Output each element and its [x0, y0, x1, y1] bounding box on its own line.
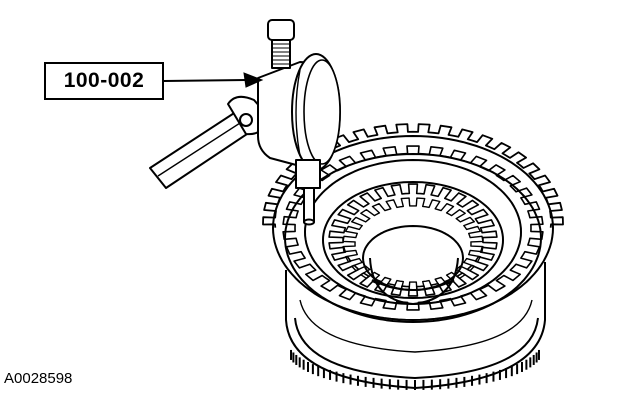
gauge-top-stem	[271, 39, 291, 69]
drum-lower-rim	[294, 317, 539, 379]
tool-number-label: 100-002	[63, 69, 145, 92]
gauge-top-cap	[267, 19, 295, 41]
drum-base-teeth	[290, 349, 540, 390]
center-bore-top	[362, 225, 464, 291]
clutch-drum	[262, 123, 564, 390]
drum-inner-rim	[284, 153, 542, 323]
gauge-lower-housing	[295, 159, 321, 189]
inner-spline-teeth-2	[342, 197, 484, 291]
inner-spline-teeth	[328, 183, 498, 297]
gauge-plunger	[303, 187, 315, 223]
leader-line	[163, 79, 247, 82]
stem-threads	[272, 43, 290, 65]
clamp-screw-icon	[239, 113, 253, 127]
clutch-pack-edge	[304, 159, 522, 305]
spline-outer	[322, 181, 504, 299]
drum-wall-shade	[299, 299, 533, 353]
center-bore-wall	[369, 257, 459, 305]
callout-leader-arrow	[163, 72, 264, 88]
tool-number-callout: 100-002	[44, 62, 164, 100]
holder-arm-edge	[157, 113, 255, 177]
clutch-plate-teeth	[282, 145, 544, 311]
bezel-shading	[295, 69, 301, 157]
drum-outer-lugs	[262, 123, 564, 228]
dial-indicator	[149, 19, 341, 226]
leader-arrowhead-icon	[243, 72, 264, 88]
plunger-tip	[303, 218, 315, 226]
figure-id-label: A0028598	[4, 370, 73, 387]
dial-face	[303, 59, 341, 165]
center-bore-floor	[371, 279, 455, 291]
